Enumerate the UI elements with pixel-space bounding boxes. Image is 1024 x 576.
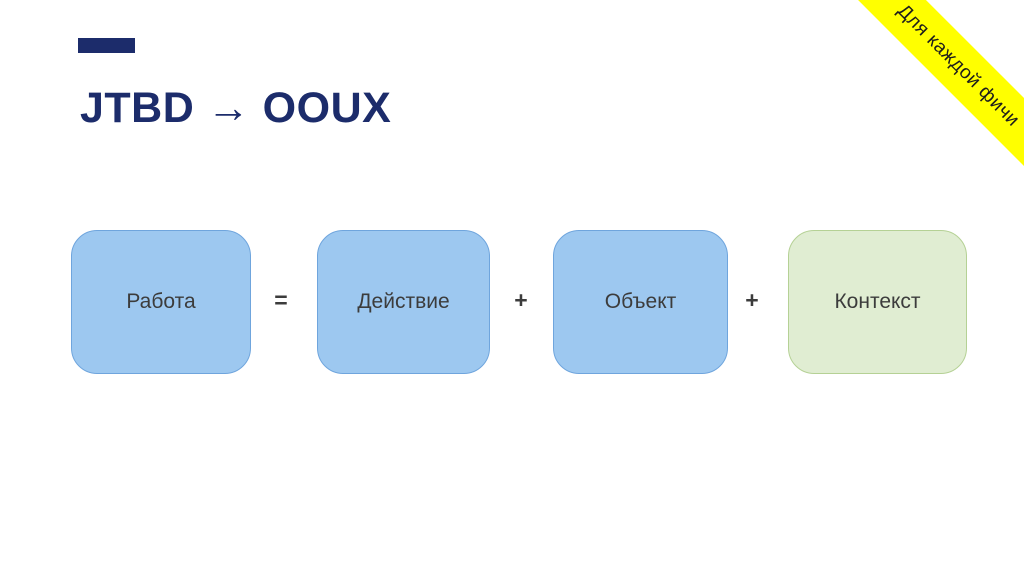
formula-box-context: Контекст: [788, 230, 967, 374]
box-label-context: Контекст: [834, 290, 921, 313]
formula-box-object: Объект: [553, 230, 728, 374]
operator-plus-1: +: [514, 287, 528, 313]
operator-plus-2: +: [745, 287, 759, 313]
box-label-job: Работа: [126, 290, 196, 313]
page-title: JTBD → OOUX: [80, 84, 392, 132]
formula-box-action: Действие: [317, 230, 490, 374]
title-accent-bar: [78, 38, 135, 53]
box-label-object: Объект: [604, 290, 677, 313]
box-label-action: Действие: [357, 290, 450, 313]
ribbon-label: Для каждой фичи: [893, 0, 1024, 131]
corner-ribbon: Для каждой фичи: [849, 0, 1024, 175]
formula-box-job: Работа: [71, 230, 251, 374]
operator-equals: =: [274, 287, 288, 313]
